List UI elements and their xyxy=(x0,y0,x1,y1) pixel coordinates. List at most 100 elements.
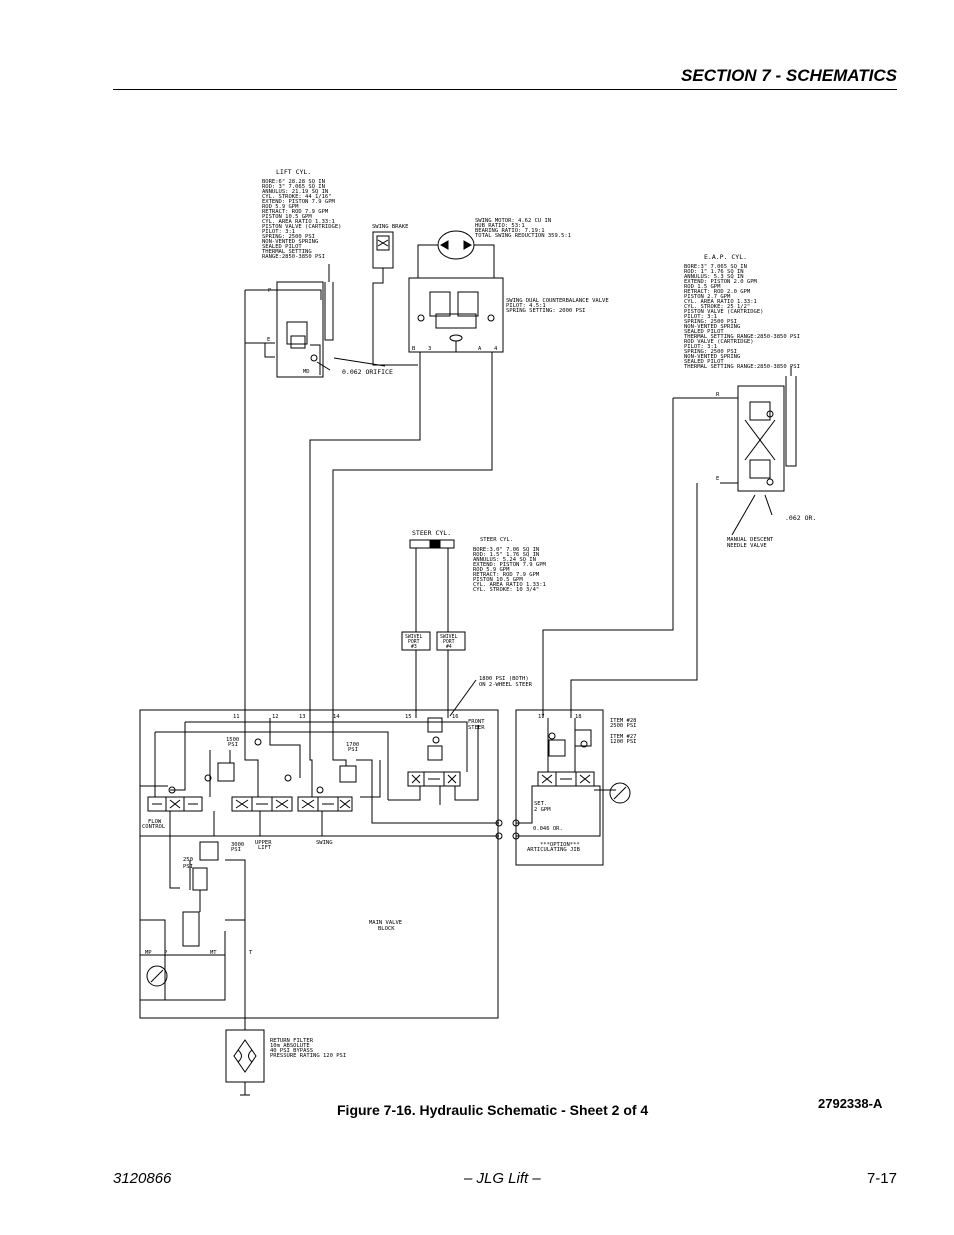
lift-cyl-spec: PISTON 10.5 GPM xyxy=(262,214,312,220)
eap-cyl-title: E.A.P. CYL. xyxy=(704,253,747,261)
port-p: P xyxy=(164,950,168,956)
lift-cyl-spec: ANNULUS: 21.19 SQ IN xyxy=(262,189,328,195)
front-steer-label: FRONT xyxy=(468,719,485,725)
lift-cartridge-valve xyxy=(286,321,308,345)
lift-cyl-spec: ROD 5.9 GPM xyxy=(262,204,299,210)
swivel-port-4-label: SWIVEL xyxy=(440,634,457,640)
jib-pressure-gauge xyxy=(609,782,631,804)
steer-cyl-spec: CYL. AREA RATIO 1.33:1 xyxy=(473,582,546,588)
eap-cyl-spec: PISTON 2.7 GPM xyxy=(684,294,731,300)
eap-cyl-spec: PISTON VALVE (CARTRIDGE) xyxy=(684,309,763,315)
upper-lift-label: LIFT xyxy=(258,845,272,851)
eap-cyl-spec: BORE:3" 7.065 SQ IN xyxy=(684,264,747,270)
eap-cyl-spec: CYL. STROKE: 25 1/2" xyxy=(684,304,750,310)
jib-title: ARTICULATING JIB xyxy=(527,847,581,853)
steer-cyl-spec: EXTEND: PISTON 7.9 GPM xyxy=(473,562,547,568)
flow-control-spool xyxy=(147,796,203,812)
steer-cylinder xyxy=(409,539,455,549)
swivel-port-4-label: PORT xyxy=(443,639,455,645)
lift-port-md: MD xyxy=(303,369,310,375)
steer-cyl-spec: ROD: 1.5" 1.76 SQ IN xyxy=(473,552,539,558)
lift-cyl-spec: SEALED PILOT xyxy=(262,244,302,250)
steer-cyl-spec: PISTON 10.5 GPM xyxy=(473,577,523,583)
flow-control-label: FLOW xyxy=(148,819,162,825)
swing-motor-spec: TOTAL SWING REDUCTION 359.5:1 xyxy=(475,233,571,239)
return-filter-label: 40 PSI BYPASS xyxy=(270,1048,313,1054)
port-number: 16 xyxy=(452,714,459,720)
eap-cyl-spec: ROD VALVE (CARTRIDGE) xyxy=(684,339,754,345)
main-pressure-gauge xyxy=(146,965,168,987)
swing-section-label: SWING xyxy=(316,840,333,846)
lift-orifice-label: 0.062 ORIFICE xyxy=(342,368,393,376)
psi-label: 250 xyxy=(183,857,193,863)
psi-label: PSI xyxy=(231,847,241,853)
steer-cyl-title: STEER CYL. xyxy=(412,529,451,537)
swing-motor-spec: HUB RATIO: 53:1 xyxy=(475,223,525,229)
jib-item-label: 2500 PSI xyxy=(610,723,637,729)
lift-port-p: P xyxy=(268,288,272,294)
eap-valve-block xyxy=(737,385,785,492)
lift-cyl-spec: RETRACT: ROD 7.9 GPM xyxy=(262,209,329,215)
return-filter xyxy=(225,1029,265,1083)
lift-cyl-spec: PISTON VALVE (CARTRIDGE) xyxy=(262,224,341,230)
eap-cyl-spec: NON-VENTED SPRING xyxy=(684,324,740,330)
jib-item-label: 1200 PSI xyxy=(610,739,637,745)
return-filter-label: RETURN FILTER xyxy=(270,1038,314,1044)
psi-label: PSI xyxy=(348,747,358,753)
port-t: T xyxy=(249,950,253,956)
lift-cyl-spec: SPRING: 2500 PSI xyxy=(262,234,315,240)
psi-label: 1500 xyxy=(226,737,239,743)
upper-lift-spool xyxy=(231,796,293,812)
drawing-number: 2792338-A xyxy=(818,1096,883,1111)
jib-set-label: 2 GPM xyxy=(534,807,551,813)
main-valve-block xyxy=(139,709,499,1019)
port-number: 18 xyxy=(575,714,582,720)
eap-cyl-spec: ROD 1.5 GPM xyxy=(684,284,721,290)
page-number: 7-17 xyxy=(866,1170,897,1187)
document-number: 3120866 xyxy=(113,1170,172,1187)
jib-title: ***OPTION*** xyxy=(540,842,580,848)
lift-cyl-spec: NON-VENTED SPRING xyxy=(262,239,318,245)
eap-cyl-spec: THERMAL SETTING RANGE:2850-3850 PSI xyxy=(684,334,800,340)
swivel-port-3-label: SWIVEL xyxy=(405,634,422,640)
main-valve-block-label: BLOCK xyxy=(378,926,395,932)
eap-cyl-spec: EXTEND: PISTON 2.0 GPM xyxy=(684,279,758,285)
lift-cyl-spec: PILOT: 3:1 xyxy=(262,229,295,235)
swing-spool xyxy=(297,796,353,812)
steer-relief-note: ON 2-WHEEL STEER xyxy=(479,682,533,688)
eap-port-e: E xyxy=(716,476,719,482)
lift-valve-block xyxy=(276,281,324,378)
return-filter-label: 10m ABSOLUTE xyxy=(270,1043,310,1049)
eap-cyl-spec: PILOT: 3:1 xyxy=(684,344,717,350)
eap-cyl-spec: CYL. AREA RATIO 1.33:1 xyxy=(684,299,757,305)
swing-motor-spec: SWING MOTOR: 4.62 CU IN xyxy=(475,218,551,224)
steer-relief-note: 1800 PSI (BOTH) xyxy=(479,676,529,682)
lift-cyl-spec: RANGE:2850-3850 PSI xyxy=(262,254,325,260)
front-steer-spool xyxy=(407,771,461,787)
jib-item-label: ITEM #27 xyxy=(610,734,637,740)
port-number: 14 xyxy=(333,714,340,720)
port-mt: MT xyxy=(210,950,217,956)
steer-cyl-spec: CYL. STROKE: 10 3/4" xyxy=(473,587,539,593)
port-number: 13 xyxy=(299,714,306,720)
eap-cyl-spec: PILOT: 3:1 xyxy=(684,314,717,320)
header-rule xyxy=(113,89,897,90)
lift-cyl-spec: THERMAL SETTING xyxy=(262,249,312,255)
psi-label: PSI xyxy=(183,864,193,870)
port-number: 12 xyxy=(272,714,279,720)
swing-port: 4 xyxy=(494,346,498,352)
lift-cyl-spec: CYL. AREA RATIO 1.33:1 xyxy=(262,219,335,225)
jib-orifice-label: 0.046 OR. xyxy=(533,826,563,832)
figure-caption: Figure 7-16. Hydraulic Schematic - Sheet… xyxy=(337,1102,649,1118)
eap-cyl-spec: THERMAL SETTING RANGE:2850-3850 PSI xyxy=(684,364,800,370)
lift-cyl-title: LIFT CYL. xyxy=(276,168,311,176)
needle-valve-label: NEEDLE VALVE xyxy=(727,543,767,549)
jib-spool xyxy=(537,771,595,787)
swing-valve-spec: PILOT: 4.5:1 xyxy=(506,303,546,309)
jib-valve-block xyxy=(515,709,604,866)
swing-motor-spec: BEARING RATIO: 7.19:1 xyxy=(475,228,545,234)
swivel-port-4 xyxy=(436,631,466,651)
section-title: SECTION 7 - SCHEMATICS xyxy=(681,66,897,85)
swivel-port-4-label: #4 xyxy=(446,644,452,650)
